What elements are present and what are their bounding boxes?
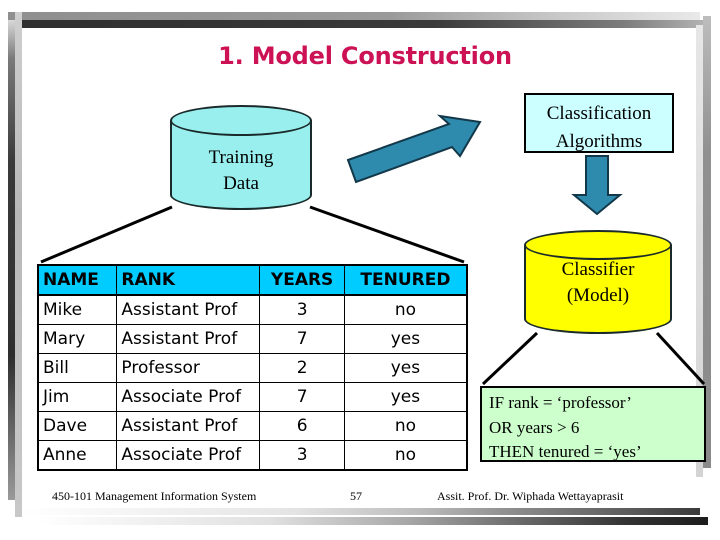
classifier-label-line2: (Model) xyxy=(566,284,630,306)
right-dark-rule xyxy=(703,16,711,468)
classification-label-line1: Classification xyxy=(546,103,652,124)
column-header-name[interactable]: NAME xyxy=(37,264,118,296)
table-row: Dave Assistant Prof 6 no xyxy=(37,411,468,441)
cell-years: 2 xyxy=(259,353,345,383)
training-label-line1: Training xyxy=(208,147,274,168)
table-body: Mike Assistant Prof 3 no Mary Assistant … xyxy=(37,294,468,471)
column-header-years[interactable]: YEARS xyxy=(259,264,345,296)
cell-rank: Assistant Prof xyxy=(116,324,261,354)
left-light-rule xyxy=(15,12,22,517)
page-title: 1. Model Construction xyxy=(218,42,512,70)
cell-years: 3 xyxy=(259,294,345,325)
cell-years: 7 xyxy=(259,382,345,412)
training-cylinder-label: Training Data xyxy=(170,145,312,196)
cell-name: Dave xyxy=(37,411,118,441)
top-dark-rule xyxy=(22,20,708,28)
cell-rank: Assistant Prof xyxy=(116,294,261,325)
training-label-line2: Data xyxy=(223,172,259,194)
cell-tenured: yes xyxy=(343,382,468,412)
table-row: Mike Assistant Prof 3 no xyxy=(37,294,468,325)
footer-page-number: 57 xyxy=(350,489,362,503)
column-header-rank[interactable]: RANK xyxy=(116,264,261,296)
classification-label-line2: Algorithms xyxy=(555,130,643,152)
diagonal-arrow xyxy=(346,114,482,184)
down-arrow xyxy=(571,155,623,216)
footer-author-name: Assit. Prof. Dr. Wiphada Wettayaprasit xyxy=(437,489,624,503)
training-data-cylinder: Training Data xyxy=(170,105,312,210)
cell-tenured: yes xyxy=(343,353,468,383)
connector-classifier-left xyxy=(481,331,539,386)
connector-training-left xyxy=(40,205,173,264)
classifier-label-line1: Classifier xyxy=(561,259,635,280)
left-dark-rule xyxy=(8,20,15,500)
cell-name: Jim xyxy=(37,382,118,412)
cell-name: Mary xyxy=(37,324,118,354)
table-row: Bill Professor 2 yes xyxy=(37,353,468,383)
training-cylinder-top xyxy=(170,105,312,136)
cell-rank: Associate Prof xyxy=(116,382,261,412)
column-header-tenured[interactable]: TENURED xyxy=(343,264,468,296)
cell-name: Bill xyxy=(37,353,118,383)
classifier-cylinder-label: Classifier (Model) xyxy=(524,257,672,308)
cell-name: Mike xyxy=(37,294,118,325)
classification-rule-box: IF rank = ‘professor’ OR years > 6 THEN … xyxy=(480,386,706,462)
cell-years: 3 xyxy=(259,440,345,471)
table-row: Anne Associate Prof 3 no xyxy=(37,440,468,471)
cell-years: 7 xyxy=(259,324,345,354)
table-row: Mary Assistant Prof 7 yes xyxy=(37,324,468,354)
footer-course-name: 450-101 Management Information System xyxy=(52,489,257,503)
cell-rank: Professor xyxy=(116,353,261,383)
cell-tenured: no xyxy=(343,411,468,441)
cell-tenured: yes xyxy=(343,324,468,354)
bottom-dark-rule xyxy=(36,517,708,525)
rule-line-3: THEN tenured = ‘yes’ xyxy=(489,442,642,462)
cell-tenured: no xyxy=(343,440,468,471)
cell-tenured: no xyxy=(343,294,468,325)
rule-line-1: IF rank = ‘professor’ xyxy=(489,393,632,412)
cell-rank: Assistant Prof xyxy=(116,411,261,441)
classifier-model-cylinder: Classifier (Model) xyxy=(524,230,672,335)
training-data-table: NAME RANK YEARS TENURED Mike Assistant P… xyxy=(37,264,468,471)
cell-rank: Associate Prof xyxy=(116,440,261,471)
right-light-rule xyxy=(696,25,703,477)
cell-years: 6 xyxy=(259,411,345,441)
connector-training-right xyxy=(309,205,465,264)
table-header-row: NAME RANK YEARS TENURED xyxy=(37,264,468,296)
table-row: Jim Associate Prof 7 yes xyxy=(37,382,468,412)
rule-line-2: OR years > 6 xyxy=(489,417,580,437)
classification-algorithms-box[interactable]: Classification Algorithms xyxy=(524,93,674,153)
top-light-rule xyxy=(8,12,700,20)
bottom-light-rule xyxy=(22,508,700,515)
cell-name: Anne xyxy=(37,440,118,471)
classifier-cylinder-top xyxy=(524,230,672,260)
